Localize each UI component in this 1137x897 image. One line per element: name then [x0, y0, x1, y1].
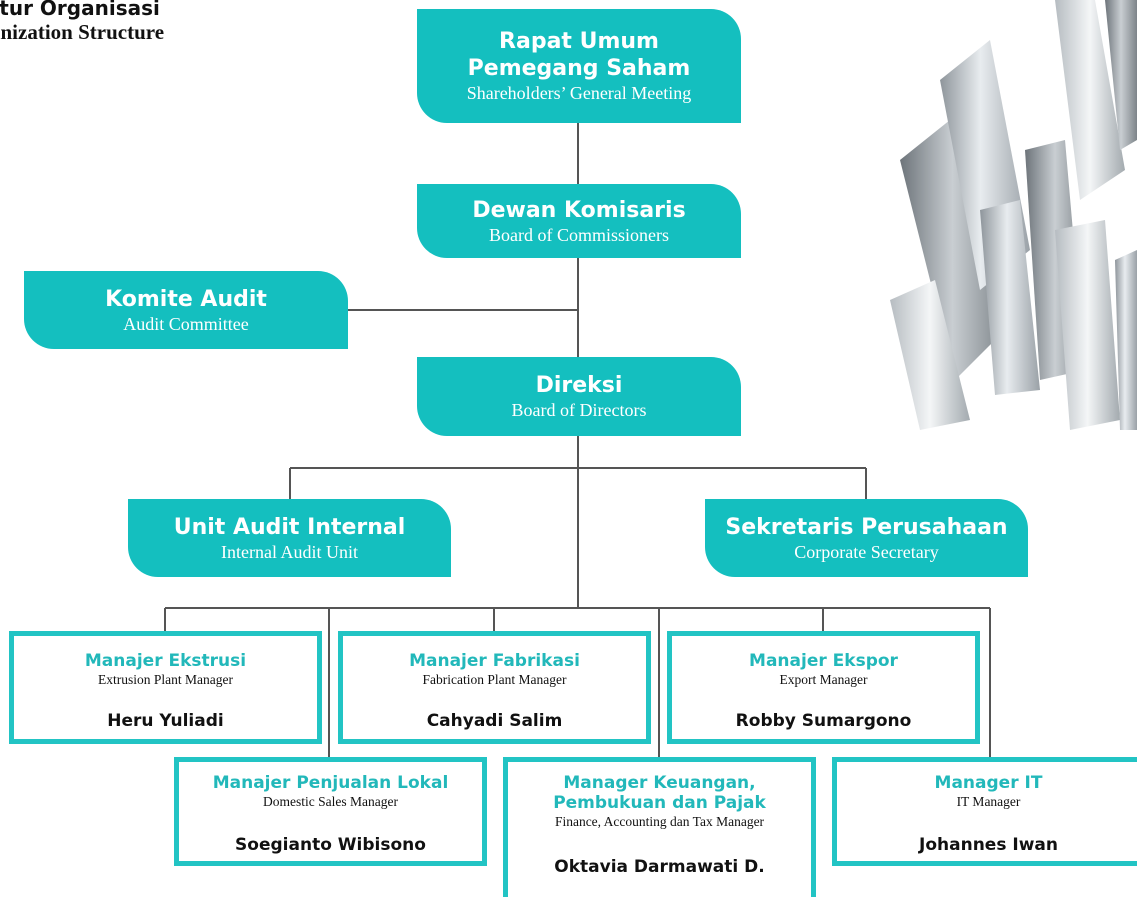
- manager-subtitle: Fabrication Plant Manager: [422, 672, 567, 687]
- manager-title: Manajer Ekspor: [749, 651, 898, 671]
- manager-name: Robby Sumargono: [735, 711, 912, 731]
- page-title-english: anization Structure: [0, 20, 165, 44]
- manager-name: Cahyadi Salim: [426, 711, 563, 731]
- page-title-indonesian: ktur Organisasi: [0, 0, 160, 20]
- internal-audit-title: Unit Audit Internal: [173, 514, 406, 540]
- corporate-secretary-title: Sekretaris Perusahaan: [725, 514, 1008, 540]
- aluminium-profiles-image: [890, 0, 1137, 430]
- rups-title-line2: Pemegang Saham: [467, 56, 691, 81]
- manager-title: Manajer Fabrikasi: [409, 651, 580, 671]
- manager-subtitle: Finance, Accounting dan Tax Manager: [554, 814, 765, 829]
- audit-committee-box: Komite Audit Audit Committee: [24, 271, 348, 349]
- board-of-directors-box: Direksi Board of Directors: [417, 357, 741, 436]
- rups-subtitle: Shareholders’ General Meeting: [466, 83, 692, 103]
- commissioners-subtitle: Board of Commissioners: [489, 224, 669, 245]
- internal-audit-unit-box: Unit Audit Internal Internal Audit Unit: [128, 499, 451, 577]
- manager-title-line1: Manager Keuangan,: [563, 773, 756, 793]
- audit-committee-subtitle: Audit Committee: [123, 313, 249, 334]
- manager-title: Manajer Penjualan Lokal: [212, 773, 449, 793]
- manager-box-it: Manager IT IT Manager Johannes Iwan: [832, 757, 1137, 866]
- internal-audit-subtitle: Internal Audit Unit: [221, 541, 358, 562]
- directors-title: Direksi: [535, 373, 623, 398]
- manager-title: Manajer Ekstrusi: [84, 651, 247, 671]
- manager-box-fabrication: Manajer Fabrikasi Fabrication Plant Mana…: [338, 631, 651, 744]
- corporate-secretary-subtitle: Corporate Secretary: [794, 541, 939, 562]
- directors-subtitle: Board of Directors: [511, 400, 647, 420]
- manager-name: Heru Yuliadi: [107, 711, 224, 731]
- manager-name: Oktavia Darmawati D.: [554, 857, 765, 877]
- board-of-commissioners-box: Dewan Komisaris Board of Commissioners: [417, 184, 741, 258]
- manager-name: Soegianto Wibisono: [235, 835, 426, 855]
- rups-title-line1: Rapat Umum: [499, 29, 659, 54]
- shareholders-meeting-box: Rapat Umum Pemegang Saham Shareholders’ …: [417, 9, 741, 123]
- manager-box-extrusion: Manajer Ekstrusi Extrusion Plant Manager…: [9, 631, 322, 744]
- manager-subtitle: IT Manager: [956, 794, 1021, 809]
- manager-title: Manager IT: [934, 773, 1043, 793]
- corporate-secretary-box: Sekretaris Perusahaan Corporate Secretar…: [705, 499, 1028, 577]
- manager-box-domestic-sales: Manajer Penjualan Lokal Domestic Sales M…: [174, 757, 487, 866]
- manager-subtitle: Domestic Sales Manager: [263, 794, 398, 809]
- audit-committee-title: Komite Audit: [105, 286, 267, 312]
- manager-name: Johannes Iwan: [919, 835, 1058, 855]
- commissioners-title: Dewan Komisaris: [472, 197, 686, 223]
- manager-subtitle: Export Manager: [779, 672, 868, 687]
- manager-title-line2: Pembukuan dan Pajak: [553, 793, 766, 813]
- manager-subtitle: Extrusion Plant Manager: [98, 672, 233, 687]
- manager-box-finance: Manager Keuangan, Pembukuan dan Pajak Fi…: [503, 757, 816, 897]
- manager-box-export: Manajer Ekspor Export Manager Robby Suma…: [667, 631, 980, 744]
